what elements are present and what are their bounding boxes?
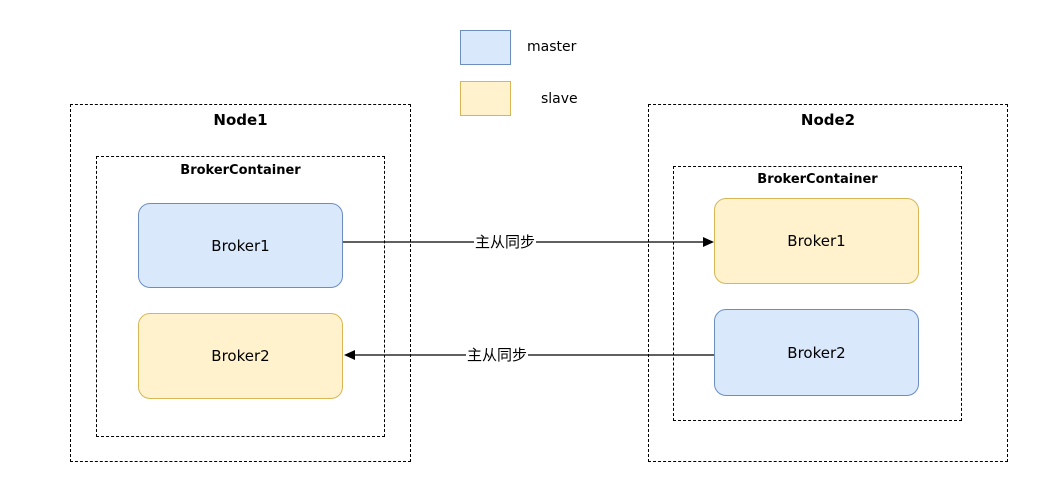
sync-label-top: 主从同步 <box>474 233 537 251</box>
sync-edge-node2-broker2-to-node1-broker2 <box>344 350 715 360</box>
node2-broker2-label: Broker2 <box>787 343 846 362</box>
node2-title: Node2 <box>800 111 856 129</box>
node2-box: Node2 <box>648 104 1008 462</box>
node1-box: Node1 <box>70 104 411 462</box>
arrowhead-left <box>344 350 355 360</box>
node2-broker1-label: Broker1 <box>787 232 846 250</box>
node2-broker-container: BrokerContainer <box>673 166 962 421</box>
node1-broker2-label: Broker2 <box>211 347 270 365</box>
node2-broker2[interactable]: Broker2 <box>714 309 919 396</box>
legend-master-label: master <box>527 39 577 55</box>
node1-container-title: BrokerContainer <box>180 163 301 178</box>
node2-container-title: BrokerContainer <box>757 172 878 187</box>
arrowhead-right <box>703 237 714 247</box>
node1-broker2[interactable]: Broker2 <box>138 313 343 399</box>
sync-label-bottom: 主从同步 <box>466 346 529 364</box>
node1-broker1[interactable]: Broker1 <box>138 203 343 288</box>
legend-slave-label: slave <box>541 91 578 107</box>
legend-slave-swatch <box>460 81 511 116</box>
node1-broker1-label: Broker1 <box>211 236 270 255</box>
legend-master-swatch <box>460 30 511 65</box>
node1-broker-container: BrokerContainer <box>96 156 385 437</box>
node2-broker1[interactable]: Broker1 <box>714 198 919 284</box>
node1-title: Node1 <box>213 111 268 129</box>
